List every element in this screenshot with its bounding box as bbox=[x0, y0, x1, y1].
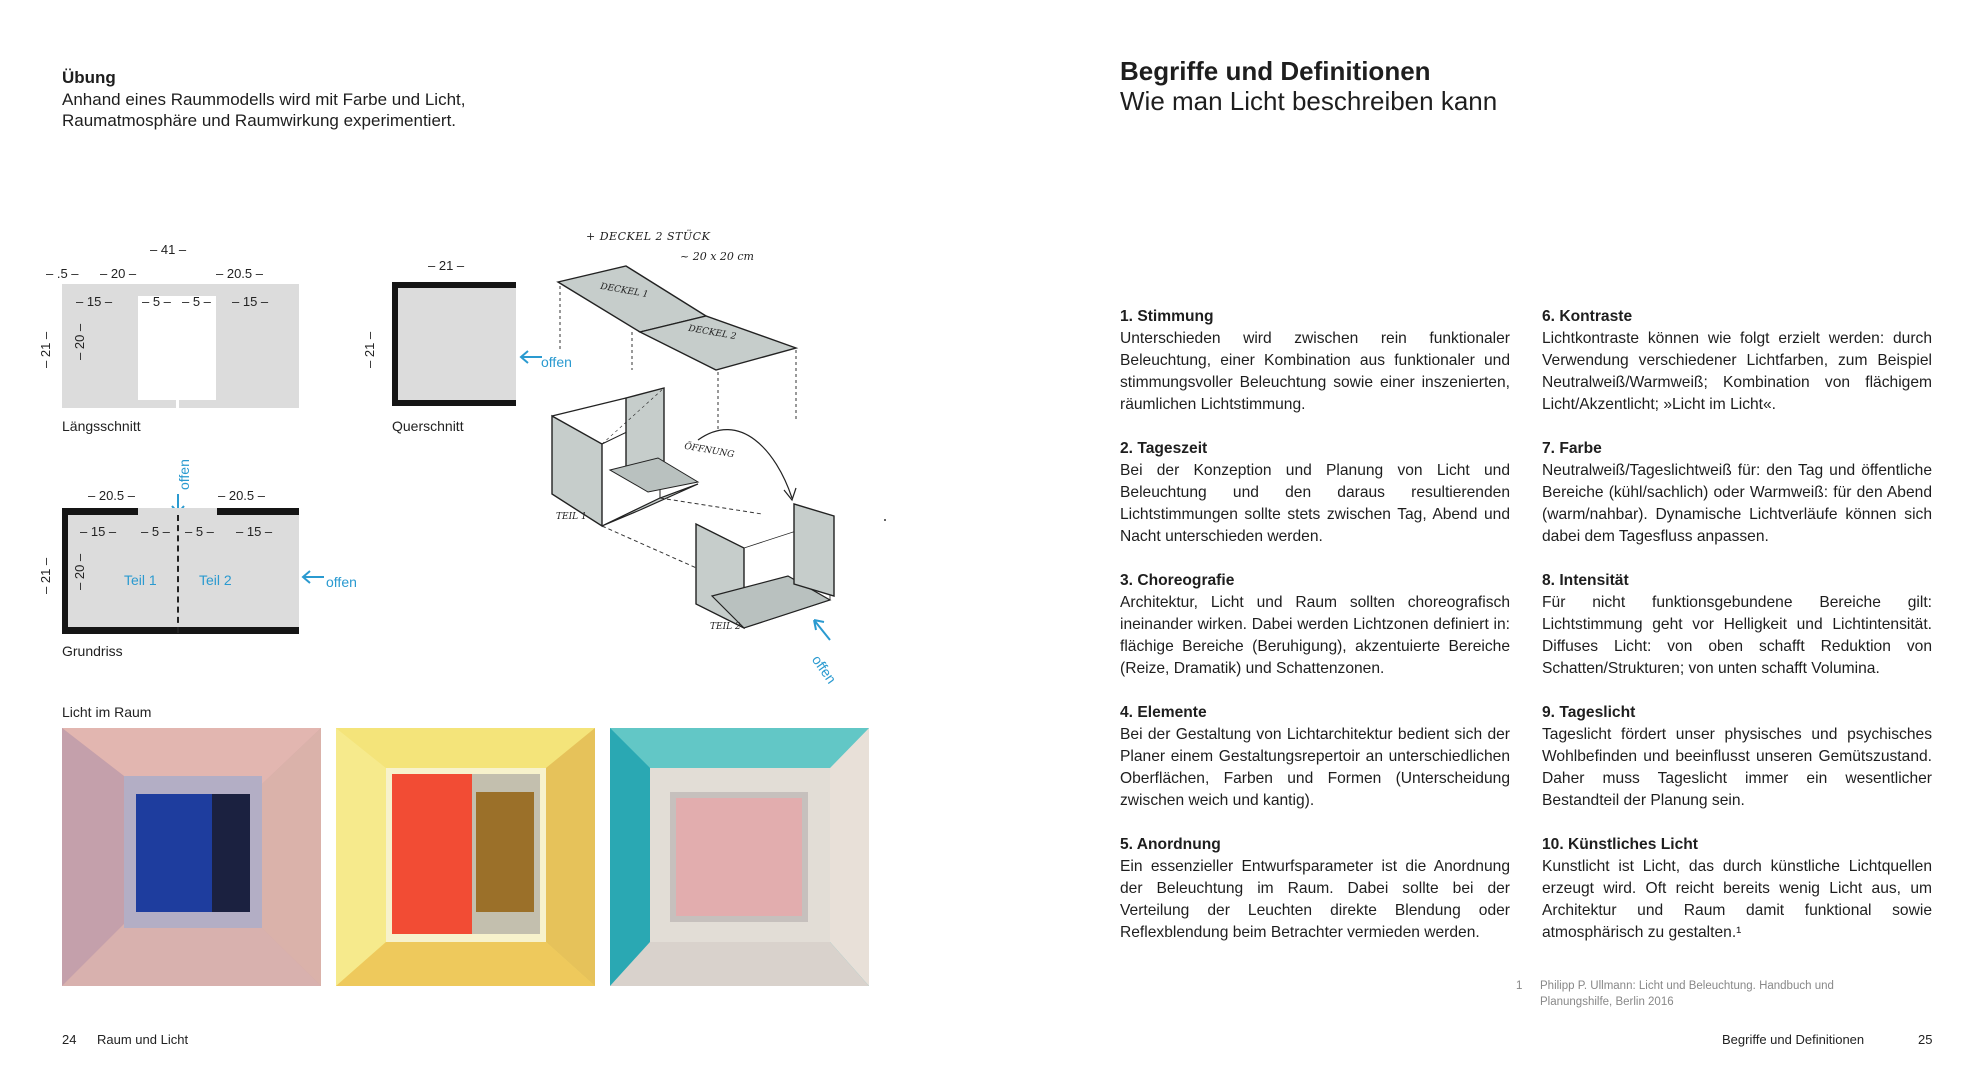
caption-grundriss: Grundriss bbox=[62, 643, 123, 659]
part1-label: Teil 1 bbox=[124, 572, 157, 588]
dim-height-outer: – 21 – bbox=[38, 331, 53, 368]
dim-in-mid2: – 5 – bbox=[182, 294, 211, 309]
sketch-drawing bbox=[551, 265, 886, 641]
dim-in-mid2: – 5 – bbox=[185, 524, 214, 539]
running-title-right: Begriffe und Definitionen bbox=[1722, 1032, 1865, 1047]
dim-right: – 20.5 – bbox=[218, 488, 265, 503]
arrow-left-icon bbox=[301, 570, 324, 584]
sketch-part2: TEIL 2 bbox=[710, 622, 741, 632]
dim-height-outer: – 21 – bbox=[38, 557, 53, 594]
dim-height-inner: – 20 – bbox=[72, 553, 87, 590]
open-label: offen bbox=[541, 354, 572, 370]
running-title-left: Raum und Licht bbox=[97, 1032, 189, 1047]
sketch-note-lids: + DECKEL 2 STÜCK bbox=[586, 230, 711, 243]
dim-in-left: – 15 – bbox=[76, 294, 113, 309]
dim-height: – 21 – bbox=[362, 331, 377, 368]
grundriss-panel bbox=[62, 508, 299, 634]
footnote: 1 Philipp P. Ullmann: Licht und Beleucht… bbox=[1516, 978, 1880, 1010]
page-title: Begriffe und Definitionen bbox=[1120, 56, 1431, 86]
page-subtitle: Wie man Licht beschreiben kann bbox=[1120, 86, 1498, 116]
sketch-note-size: ~ 20 x 20 cm bbox=[680, 250, 754, 263]
dim-left-edge: – .5 – bbox=[46, 266, 79, 281]
dim-right: – 20.5 – bbox=[216, 266, 263, 281]
open-label-right: offen bbox=[326, 574, 357, 590]
caption-querschnitt: Querschnitt bbox=[392, 418, 464, 434]
photo-blue-room bbox=[62, 728, 321, 986]
footnote-number: 1 bbox=[1516, 980, 1523, 992]
part2-label: Teil 2 bbox=[199, 572, 232, 588]
page-number-right: 25 bbox=[1918, 1032, 1933, 1047]
photos-caption: Licht im Raum bbox=[62, 704, 152, 720]
dim-width: – 21 – bbox=[428, 258, 465, 273]
dim-in-right: – 15 – bbox=[236, 524, 273, 539]
querschnitt-box bbox=[392, 282, 516, 406]
dim-total: – 41 – bbox=[150, 242, 187, 257]
divider-line bbox=[177, 515, 179, 633]
laengsschnitt-opening bbox=[138, 296, 216, 400]
dim-in-mid1: – 5 – bbox=[142, 294, 171, 309]
exercise-title: Übung bbox=[62, 68, 116, 87]
dim-in-left: – 15 – bbox=[80, 524, 117, 539]
footnote-text: Philipp P. Ullmann: Licht und Beleuchtun… bbox=[1540, 980, 1834, 1008]
page-number-left: 24 bbox=[62, 1032, 77, 1047]
dim-height-inner: – 20 – bbox=[72, 323, 87, 360]
exercise-text: Anhand eines Raummodells wird mit Farbe … bbox=[62, 90, 466, 130]
arrow-left-icon bbox=[519, 350, 542, 364]
open-label-top: offen bbox=[176, 459, 192, 490]
dim-in-mid1: – 5 – bbox=[141, 524, 170, 539]
photo-pink-room bbox=[610, 728, 869, 986]
dim-left: – 20.5 – bbox=[88, 488, 135, 503]
caption-laengsschnitt: Längsschnitt bbox=[62, 418, 141, 434]
sketch-part1: TEIL 1 bbox=[556, 512, 587, 522]
dim-left: – 20 – bbox=[100, 266, 137, 281]
photo-red-room bbox=[336, 728, 595, 986]
dim-in-right: – 15 – bbox=[232, 294, 269, 309]
isometric-sketch: + DECKEL 2 STÜCK ~ 20 x 20 cm DECKEL 1 D… bbox=[540, 220, 900, 686]
